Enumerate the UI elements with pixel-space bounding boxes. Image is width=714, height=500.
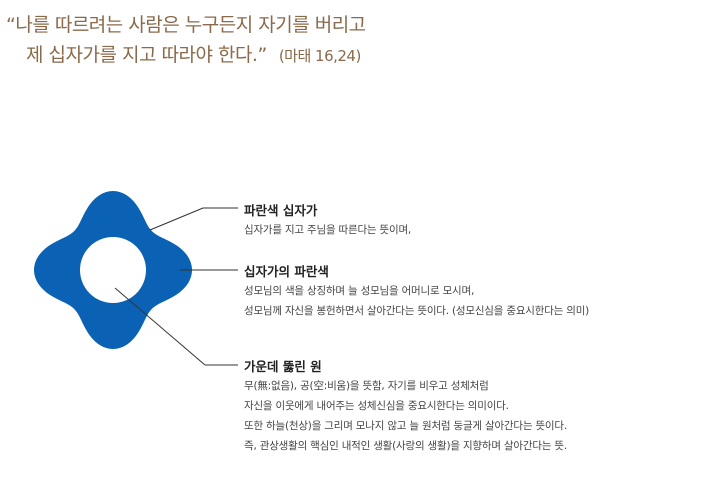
annotation-cross-color: 십자가의 파란색 성모님의 색을 상징하며 늘 성모님을 어머니로 모시며, 성…	[244, 263, 589, 321]
leader-line-cross	[149, 207, 204, 231]
annotation-line: 무(無:없음), 공(空:비움)을 뜻함, 자기를 비우고 성체처럼	[244, 380, 489, 392]
blue-cross-shape	[34, 191, 192, 349]
quote-line-2: 제 십자가를 지고 따라야 한다.” (마태 16,24)	[6, 40, 366, 71]
annotation-title: 파란색 십자가	[244, 203, 318, 218]
annotation-line: 또한 하늘(천상)을 그리며 모나지 않고 늘 원처럼 둥글게 살아간다는 뜻이…	[244, 420, 567, 432]
annotation-line: 십자가를 지고 주님을 따른다는 뜻이며,	[244, 224, 412, 236]
annotation-center-circle: 가운데 뚫린 원 무(無:없음), 공(空:비움)을 뜻함, 자기를 비우고 성…	[244, 358, 567, 456]
leader-line-circle	[114, 287, 206, 366]
annotation-line: 자신을 이웃에게 내어주는 성체신심을 중요시한다는 의미이다.	[244, 400, 509, 412]
annotation-line: 즉, 관상생활의 핵심인 내적인 생활(사랑의 생활)을 지향하며 살아간다는 …	[244, 440, 567, 452]
annotation-title: 가운데 뚫린 원	[244, 359, 322, 374]
scripture-quote: “나를 따르려는 사람은 누구든지 자기를 버리고 제 십자가를 지고 따라야 …	[6, 10, 366, 71]
quote-line-2-text: 제 십자가를 지고 따라야 한다.”	[26, 44, 267, 66]
quote-reference: (마태 16,24)	[278, 47, 362, 65]
annotation-blue-cross: 파란색 십자가 십자가를 지고 주님을 따른다는 뜻이며,	[244, 202, 411, 240]
quote-line-1: “나를 따르려는 사람은 누구든지 자기를 버리고	[6, 14, 366, 36]
annotation-title: 십자가의 파란색	[244, 264, 329, 279]
annotation-line: 성모님의 색을 상징하며 늘 성모님을 어머니로 모시며,	[244, 285, 475, 297]
annotation-line: 성모님께 자신을 봉헌하면서 살아간다는 뜻이다. (성모신심을 중요시한다는 …	[244, 305, 590, 317]
